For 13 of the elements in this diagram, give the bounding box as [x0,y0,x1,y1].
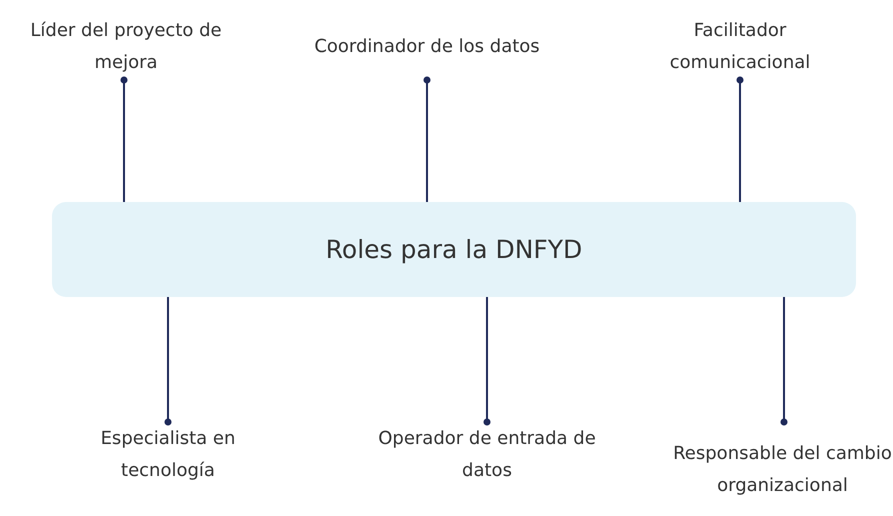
title-box: Roles para la DNFYD [52,202,856,297]
role-label: Operador de entrada de datos [372,422,602,488]
role-label: Coordinador de los datos [312,14,542,80]
leader-line [120,76,128,202]
role-label: Facilitador comunicacional [625,14,855,80]
role-label: Responsable del cambio organizacional [672,422,893,516]
leader-line [780,297,788,426]
leader-line [484,297,490,426]
role-label: Líder del proyecto de mejora [0,14,252,80]
leader-line [736,76,744,202]
leader-line [164,297,172,426]
leader-line [424,76,430,202]
role-label: Especialista en tecnología [58,422,278,488]
